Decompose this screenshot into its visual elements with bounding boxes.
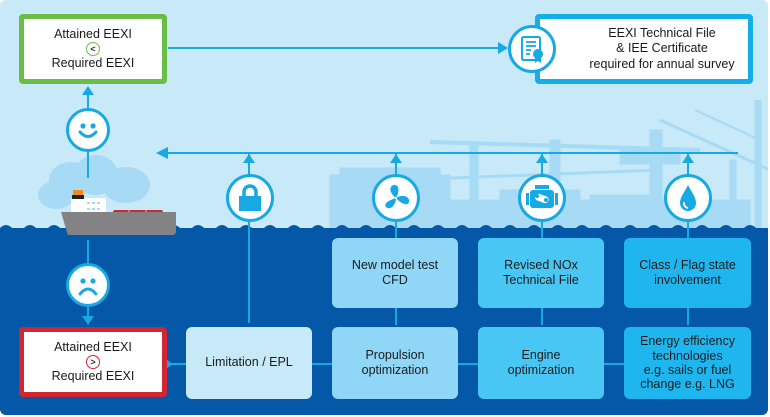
connector-col1 <box>248 153 250 323</box>
certificate-icon <box>508 25 556 73</box>
propulsion-line1: Propulsion <box>365 347 425 362</box>
limitation-epl-box: Limitation / EPL <box>186 327 312 399</box>
sad-face-icon <box>66 263 110 307</box>
connector-col3-lower <box>541 305 543 325</box>
revised-nox-line1: Revised NOx <box>504 257 578 272</box>
class-flag-box: Class / Flag state involvement <box>624 238 751 308</box>
ship-icon <box>38 155 176 235</box>
engine-line2: optimization <box>507 363 575 377</box>
energy-line2: technologies <box>652 348 723 363</box>
arrowhead-down <box>82 316 94 325</box>
propeller-icon <box>372 174 420 222</box>
energy-line4: change e.g. LNG <box>640 377 735 392</box>
noncompliant-line2: Required EEXI <box>51 369 135 383</box>
connector-feedback-line <box>165 152 738 154</box>
class-flag-line1: Class / Flag state <box>639 257 736 272</box>
arrowhead-right <box>498 42 508 54</box>
engine-icon <box>518 174 566 222</box>
greater-than-icon: > <box>86 355 100 369</box>
arrowhead-up <box>390 154 402 163</box>
happy-face-icon <box>66 108 110 152</box>
limitation-epl-label: Limitation / EPL <box>205 355 293 370</box>
compliant-line2: Required EEXI <box>51 56 135 70</box>
revised-nox-line2: Technical File <box>503 273 579 287</box>
certificate-line3: required for annual survey <box>589 56 735 71</box>
wave-line <box>0 225 756 232</box>
connector-col4-lower <box>687 305 689 325</box>
propulsion-line2: optimization <box>361 363 429 377</box>
revised-nox-box: Revised NOx Technical File <box>478 238 604 308</box>
propulsion-optimization-box: Propulsion optimization <box>332 327 458 399</box>
new-model-test-box: New model test CFD <box>332 238 458 308</box>
lock-icon <box>226 174 274 222</box>
compliant-eexi-box: Attained EEXI < Required EEXI <box>19 14 167 84</box>
certificate-line2: & IEE Certificate <box>616 41 708 56</box>
energy-line1: Energy efficiency <box>640 334 735 349</box>
less-than-icon: < <box>86 42 100 56</box>
arrowhead-left <box>156 147 168 159</box>
class-flag-line2: involvement <box>654 273 721 287</box>
engine-optimization-box: Engine optimization <box>478 327 604 399</box>
water-drop-icon <box>664 174 712 222</box>
arrowhead-up <box>536 154 548 163</box>
new-model-test-line1: New model test <box>351 257 439 272</box>
arrowhead-up <box>682 154 694 163</box>
connector-compliant-to-certificate <box>168 47 503 49</box>
certificate-box: EEXI Technical File & IEE Certificate re… <box>535 14 753 84</box>
new-model-test-line2: CFD <box>382 273 408 287</box>
compliant-line1: Attained EEXI <box>54 27 132 41</box>
arrowhead-up <box>82 86 94 95</box>
connector-col2-lower <box>395 305 397 325</box>
arrowhead-up <box>243 154 255 163</box>
energy-efficiency-box: Energy efficiency technologies e.g. sail… <box>624 327 751 399</box>
noncompliant-eexi-box: Attained EEXI > Required EEXI <box>19 327 167 397</box>
noncompliant-line1: Attained EEXI <box>54 340 132 354</box>
energy-line3: e.g. sails or fuel <box>643 363 732 377</box>
certificate-line1: EEXI Technical File <box>608 26 716 41</box>
engine-line1: Engine <box>521 347 561 362</box>
